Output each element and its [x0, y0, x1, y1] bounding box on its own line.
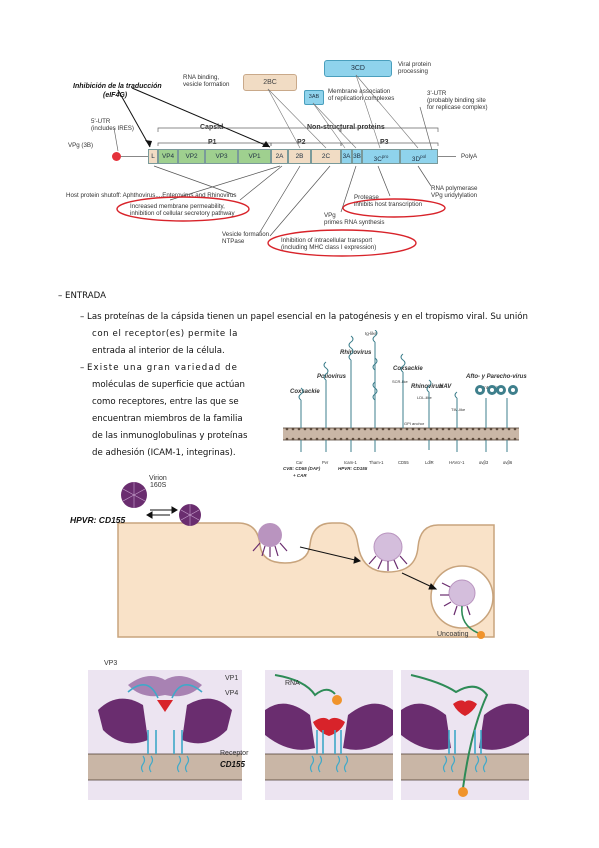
- segment-vp1: VP1: [238, 149, 271, 164]
- legend-hpvr: HPVR: CD155: [338, 466, 368, 471]
- hpvr-label: HPVR: CD155: [70, 515, 126, 525]
- membrane-permeability-label: Increased membrane permeability,inhibiti…: [130, 203, 235, 217]
- receptor-name-havcr1: HAVcr-1: [449, 460, 465, 465]
- coxsackie-label-2: Coxsackie: [393, 366, 423, 372]
- entry-drawing: [117, 482, 495, 639]
- bullet-2: – Existe una gran variedad de moléculas …: [80, 363, 248, 458]
- segment-vp4: VP4: [158, 149, 178, 164]
- panel-1-drawing: [88, 676, 242, 781]
- vpg-dot: [112, 152, 121, 161]
- panel-3-drawing: [401, 674, 529, 797]
- p1-label: P1: [208, 139, 217, 146]
- receptor-name-avb3: αvβ3: [479, 460, 489, 465]
- receptor-name-pvr: Pvr: [322, 460, 329, 465]
- box-2bc-desc: RNA binding,vesicle formation: [183, 74, 230, 88]
- translation-inhibition-title: Inhibición de la traducción (eIF4G): [73, 83, 162, 99]
- utr5-label: 5'-UTR(includes IRES): [91, 118, 134, 132]
- segment-l: L: [148, 149, 158, 164]
- segment-vp3: VP3: [205, 149, 238, 164]
- vp1-label: VP1: [225, 675, 239, 682]
- utr3-line: [438, 156, 456, 157]
- receptor-name-tham1: Tham-1: [369, 460, 384, 465]
- panel-2: [265, 670, 393, 800]
- hav-label: HAV: [439, 384, 452, 390]
- afto-parecho-label: Afto- y Parecho-virus: [466, 374, 527, 380]
- ldl-like-label: LDL-like: [417, 395, 432, 400]
- ig-like-label: Ig-like: [365, 331, 378, 336]
- box-2bc: 2BC: [243, 74, 297, 91]
- polya-label: PolyA: [461, 153, 478, 160]
- genome-map-lines: [113, 74, 446, 257]
- segment-3b: 3B: [352, 149, 362, 164]
- segment-3c: 3Cpro: [362, 149, 400, 164]
- entrada-heading: – ENTRADA: [58, 291, 106, 301]
- segment-vp2: VP2: [178, 149, 205, 164]
- intracellular-transport-label: Inhibition of intracellular transport(in…: [281, 237, 377, 251]
- vpg-label: VPg (3B): [68, 142, 94, 149]
- scr-like-label: SCR-like: [392, 379, 408, 384]
- segment-3d: 3Dpol: [400, 149, 438, 164]
- capsid-label: Capsid: [200, 124, 224, 131]
- receptors-drawing: [283, 330, 519, 452]
- receptor-name-avb6: αvβ6: [503, 460, 513, 465]
- gpi-anchor-label: GPI anchor: [404, 421, 425, 426]
- tim-like-label: TIM-like: [451, 407, 466, 412]
- rna-label: RNA: [285, 680, 300, 687]
- segment-3a: 3A: [341, 149, 352, 164]
- coxsackie-label-1: Coxsackie: [290, 389, 320, 395]
- segment-2a: 2A: [271, 149, 288, 164]
- receptor-name-icam1: Icam-1: [344, 460, 357, 465]
- panel-2-drawing: [265, 674, 393, 781]
- p2-label: P2: [297, 139, 306, 146]
- panel-3: [401, 670, 529, 800]
- poliovirus-label: Poliovirus: [317, 374, 347, 380]
- receptor-name-car: Car: [296, 460, 303, 465]
- receptor-name-ldlr: LdlR: [425, 460, 434, 465]
- host-shutoff-label: Host protein shutoff: Aphthovirus....Ent…: [66, 192, 237, 199]
- uncoating-label: Uncoating: [437, 631, 469, 638]
- utr5-line: [121, 156, 148, 157]
- virion-free: [121, 482, 147, 508]
- rhinovirus-label-2: Rhinovirus: [411, 384, 443, 390]
- panel-1: [88, 670, 242, 800]
- vp3-label: VP3: [104, 660, 118, 667]
- box-3cd: 3CD: [324, 60, 392, 77]
- rhinovirus-label-1: Rhinovirus: [340, 350, 372, 356]
- nonstructural-label: Non-structural proteins: [307, 124, 385, 131]
- receptor-name-cd55: CD55: [398, 460, 409, 465]
- box-3ab: 3AB: [304, 90, 324, 105]
- vp4-label: VP4: [225, 690, 239, 697]
- p3-label: P3: [380, 139, 389, 146]
- segment-2c: 2C: [311, 149, 341, 164]
- legend-cvb: CVB: CD55 (DAF)+ CAR: [283, 466, 321, 478]
- receptor-label: Receptor: [220, 750, 249, 757]
- segment-2b: 2B: [288, 149, 311, 164]
- cd155-label: CD155: [220, 760, 245, 769]
- bullet-1: – Las proteínas de la cápsida tienen un …: [80, 312, 528, 356]
